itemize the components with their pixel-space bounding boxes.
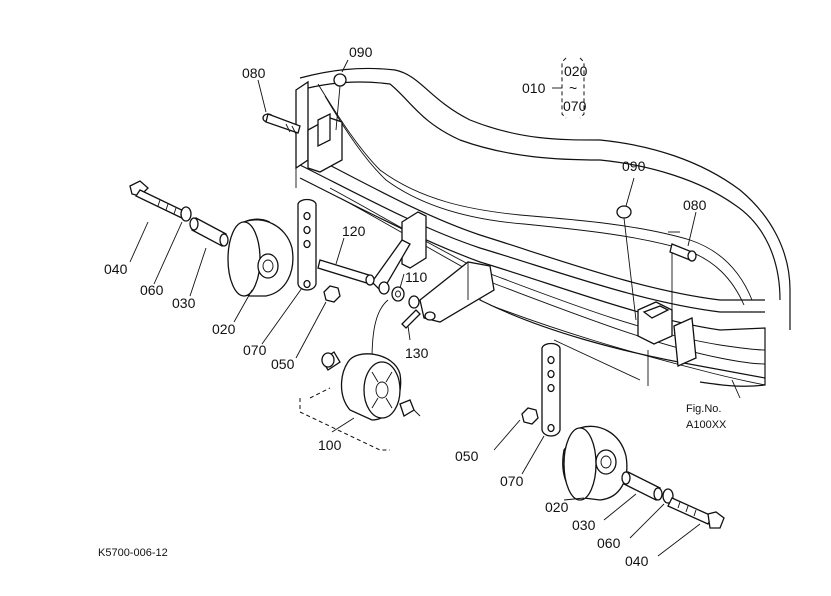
right-pin [669,243,697,262]
right-wheel [562,425,628,501]
callout-right-pin: 080 [683,197,707,213]
callout-small-washer: 110 [405,269,428,285]
group-range-bracket [552,57,585,119]
callout-right-wheel: 020 [545,499,569,515]
small-washer [378,281,420,309]
axle-shaft [317,259,375,286]
callout-group-range-start: 020 [564,63,588,79]
left-mount-bracket [295,80,343,188]
right-collar [621,471,663,501]
roller-set [299,351,421,451]
left-nut [323,285,341,303]
fig-no-value: A100XX [686,419,727,431]
top-pin [262,113,301,135]
callout-left-bolt: 040 [104,261,128,277]
left-wheel [227,218,294,297]
right-plate [541,342,561,437]
right-bolt [667,497,725,529]
callout-right-collar: 030 [572,517,596,533]
lynch-pin [371,299,421,361]
left-bolt [129,180,191,221]
callout-group-range-tilde: ~ [569,80,577,96]
callout-lynch-pin: 130 [405,345,429,361]
callout-top-pin: 080 [242,65,266,81]
callout-right-ring: 090 [622,158,646,174]
callout-axle-shaft: 120 [342,223,366,239]
callout-right-nut: 050 [455,448,479,464]
mower-deck [299,67,791,387]
center-bracket-lower [419,261,495,323]
callout-left-collar: 030 [172,295,196,311]
figure-code: K5700-006-12 [98,547,168,559]
fig-no-label: Fig.No. [686,403,721,415]
callout-left-nut: 050 [271,356,295,372]
left-plate [297,198,317,291]
right-nut [521,407,539,425]
callout-labels: 090 080 010 020 ~ 070 090 080 120 040 06… [98,44,727,569]
callout-right-bolt: 040 [625,553,649,569]
callout-top-ring: 090 [349,44,373,60]
callout-right-plate: 070 [500,473,524,489]
callout-right-washer: 060 [597,535,621,551]
right-mount-bracket [637,231,697,367]
left-washer [180,206,192,222]
callout-left-plate: 070 [243,342,267,358]
left-collar [189,217,229,247]
callout-group-range-end: 070 [563,98,587,114]
callout-group-ref: 010 [522,80,546,96]
callout-roller-set: 100 [318,437,342,453]
callout-left-wheel: 020 [212,321,236,337]
right-washer [662,488,674,504]
right-ring [616,205,632,219]
top-ring [333,73,347,87]
leader-lines [129,59,741,557]
callout-left-washer: 060 [140,282,164,298]
